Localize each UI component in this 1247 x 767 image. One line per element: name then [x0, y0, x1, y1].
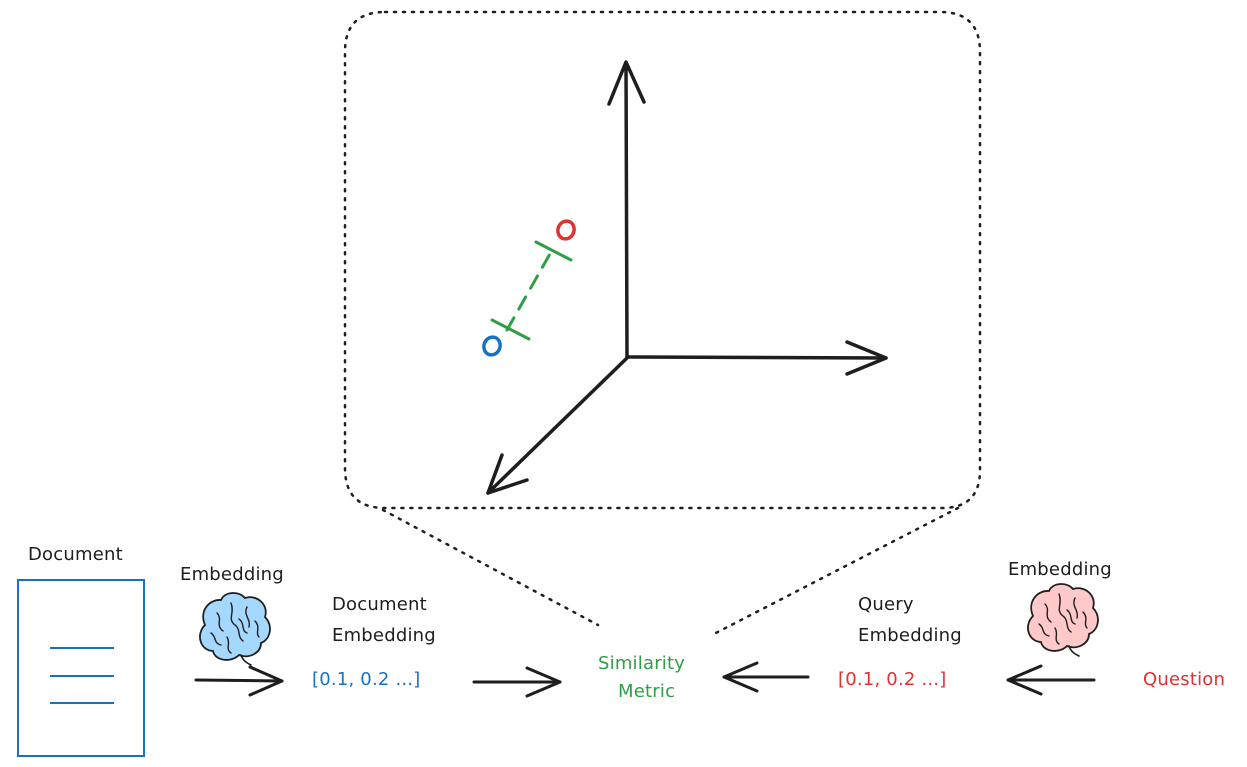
axis-z [486, 356, 629, 495]
distance-tick-blue [490, 318, 531, 341]
document-vector-point [482, 335, 502, 357]
vector-space-frame [343, 10, 982, 510]
axis-x-arrowhead [845, 340, 888, 376]
question-label: Question [1143, 669, 1225, 690]
axes [486, 60, 888, 495]
axis-y-arrowhead [607, 60, 646, 106]
document-label: Document [28, 544, 123, 565]
arrow-document-vector-to-similarity [472, 666, 562, 698]
arrow-document-to-embedding [194, 665, 284, 697]
query-vector-point [556, 219, 576, 241]
document-vector-value: [0.1, 0.2 ...] [312, 669, 420, 690]
zoom-connector-right [710, 506, 960, 637]
arrow-question-to-query-vector [1006, 664, 1096, 696]
brain-icon [1027, 583, 1099, 657]
arrow-query-vector-to-similarity [722, 661, 810, 693]
axis-y [624, 61, 629, 359]
similarity-distance-line [505, 250, 553, 332]
query-embedding-label-line2: Embedding [858, 625, 962, 646]
query-embedding-label-line1: Query [858, 594, 914, 615]
document-embedding-label-line2: Embedding [332, 625, 436, 646]
distance-tick-red [534, 240, 573, 262]
embedding-model-right-label: Embedding [1008, 559, 1112, 580]
similarity-metric-label-line1: Similarity [598, 653, 685, 674]
vector-points [482, 219, 576, 357]
axis-z-arrowhead [486, 453, 529, 495]
document-embedding-label-line1: Document [332, 594, 427, 615]
document-page-icon [17, 579, 145, 757]
query-vector-value: [0.1, 0.2 ...] [838, 669, 946, 690]
embedding-model-left-label: Embedding [180, 564, 284, 585]
axis-x [625, 355, 888, 360]
similarity-metric-label-line2: Metric [618, 681, 675, 702]
brain-icon [199, 592, 271, 666]
